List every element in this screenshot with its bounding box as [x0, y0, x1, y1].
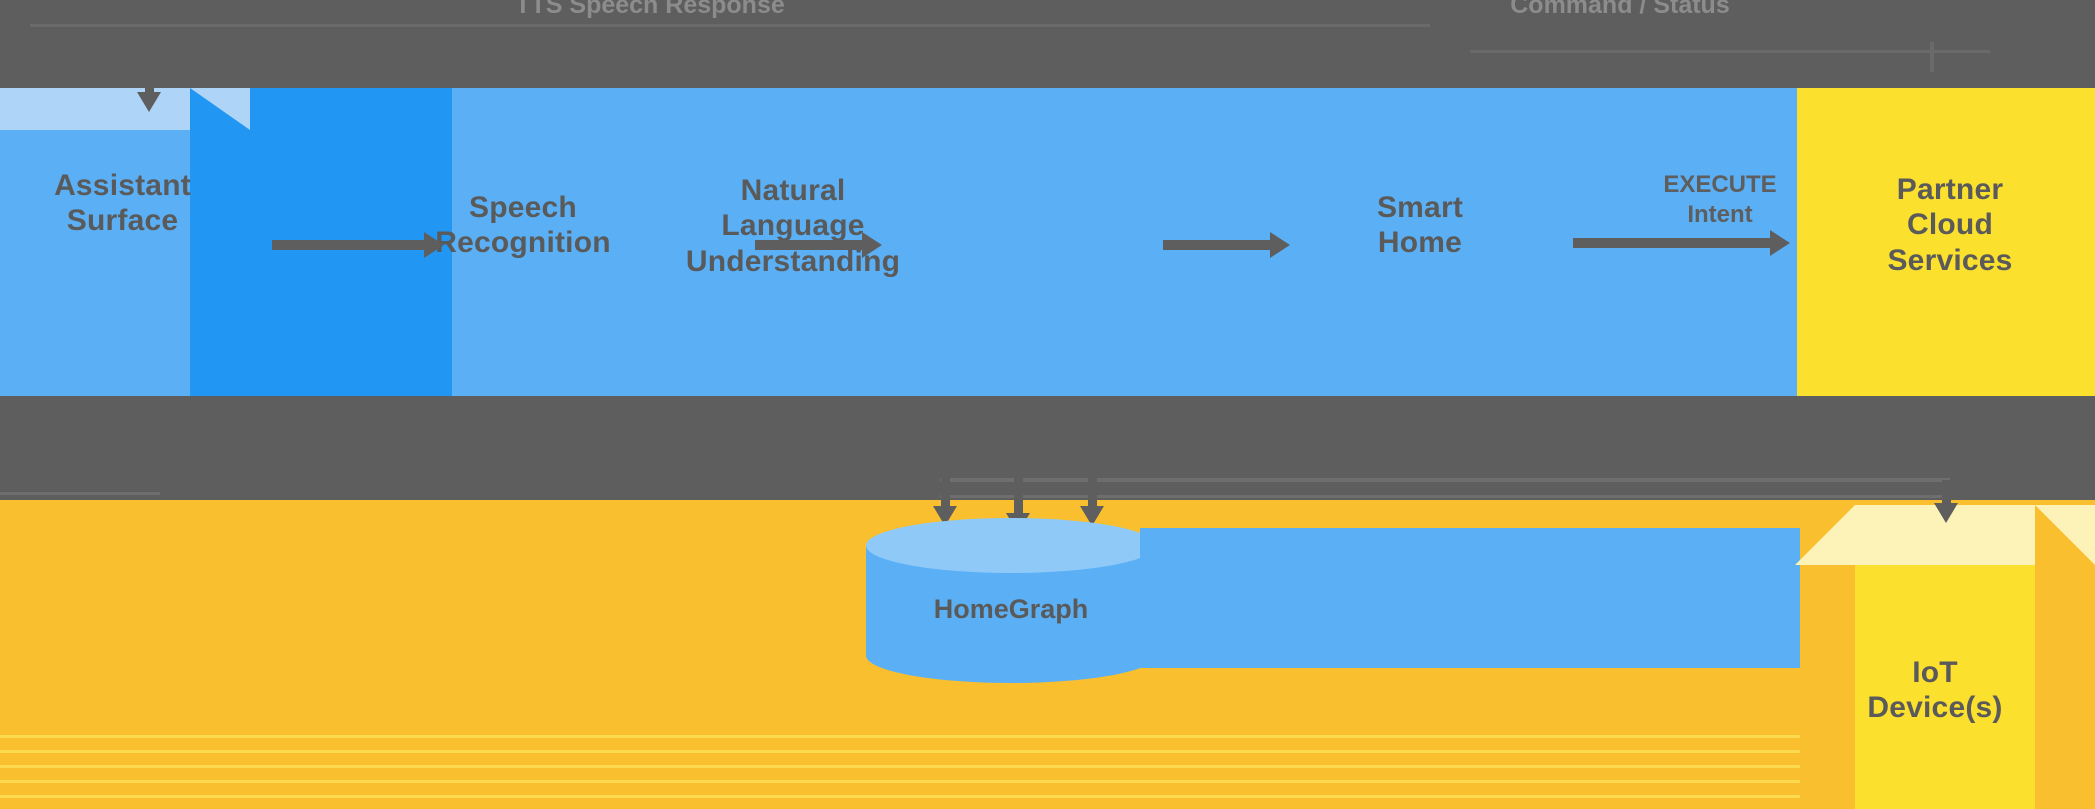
label-assistant-surface: Assistant Surface	[54, 169, 191, 238]
local-network-rail-4	[0, 780, 1800, 783]
command-status-rail	[1470, 50, 1990, 53]
arrow-speech-to-nlu	[755, 232, 882, 258]
label-speech-recognition: Speech Recognition	[435, 191, 611, 260]
local-network-rail-2	[0, 750, 1800, 753]
arrow-down-to-iot-device	[1934, 480, 1958, 523]
local-network-rail-1	[0, 735, 1800, 738]
label-natural-language-understanding: Natural Language Understanding	[685, 174, 901, 278]
node-homegraph[interactable]: HomeGraph	[866, 518, 1156, 683]
arrow-down-homegraph-sync	[933, 470, 957, 526]
assistant-surface-side-face	[190, 88, 250, 396]
iot-device-front-face	[1855, 565, 2035, 809]
arrow-nlu-to-smart-home	[1163, 232, 1290, 258]
local-network-rail-3	[0, 765, 1800, 768]
caption-execute-intent: EXECUTE Intent	[1663, 171, 1777, 228]
local-network-rail-5	[0, 795, 1800, 798]
assistant-surface-front-face	[0, 130, 190, 396]
arrow-assistant-to-speech	[272, 232, 444, 258]
homegraph-sync-rail-right-2	[940, 495, 1950, 498]
partner-cloud-inbound-rail	[1930, 42, 1934, 72]
local-rail-left	[0, 492, 160, 495]
arrow-down-homegraph-query	[1006, 470, 1030, 533]
homegraph-sync-rail-right	[940, 478, 1950, 482]
arrow-down-to-assistant-surface	[137, 72, 161, 112]
node-iot-devices[interactable]	[1795, 505, 2095, 809]
label-iot-devices: IoT Device(s)	[1867, 656, 2003, 725]
arrow-down-homegraph-execute	[1080, 470, 1104, 526]
homegraph-to-device-channel	[1140, 528, 1800, 668]
node-assistant-surface[interactable]	[0, 88, 250, 396]
homegraph-cylinder-top	[866, 518, 1156, 573]
caption-tts-speech-response: TTS Speech Response	[515, 0, 785, 19]
arrow-smart-home-to-partner-cloud	[1573, 230, 1790, 256]
caption-command-status: Command / Status	[1510, 0, 1730, 19]
tts-return-rail	[30, 24, 1430, 27]
label-homegraph: HomeGraph	[933, 594, 1089, 624]
label-partner-cloud-services: Partner Cloud Services	[1887, 173, 2013, 277]
label-smart-home: Smart Home	[1376, 191, 1464, 260]
iot-device-side-face	[2035, 505, 2095, 809]
partner-cloud-block	[1797, 88, 2095, 396]
